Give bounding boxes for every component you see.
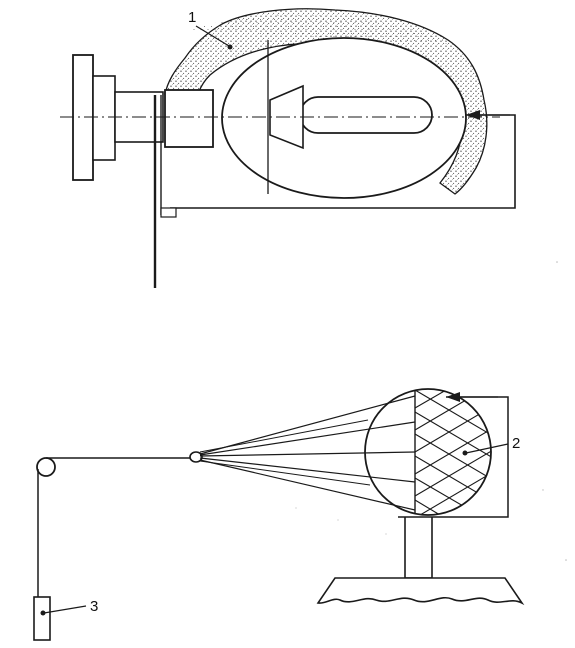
weight-block [33, 596, 51, 641]
upper-assembly [60, 8, 516, 288]
lower-assembly [33, 388, 525, 641]
housing-block [164, 89, 214, 148]
label-3-leader [43, 605, 87, 614]
label-1-leader [195, 25, 230, 47]
bobbin-package [364, 388, 492, 516]
pedestal-base [316, 577, 525, 606]
scan-speckles [295, 261, 567, 561]
label-2-leader [465, 443, 509, 454]
thread-guide [189, 451, 203, 463]
slot-opening [299, 96, 433, 134]
label-1: 1 [188, 9, 196, 26]
pulley-wheel [36, 457, 56, 477]
label-2: 2 [512, 435, 520, 452]
label-3: 3 [90, 598, 98, 615]
arrow-head-bottom [446, 392, 460, 402]
